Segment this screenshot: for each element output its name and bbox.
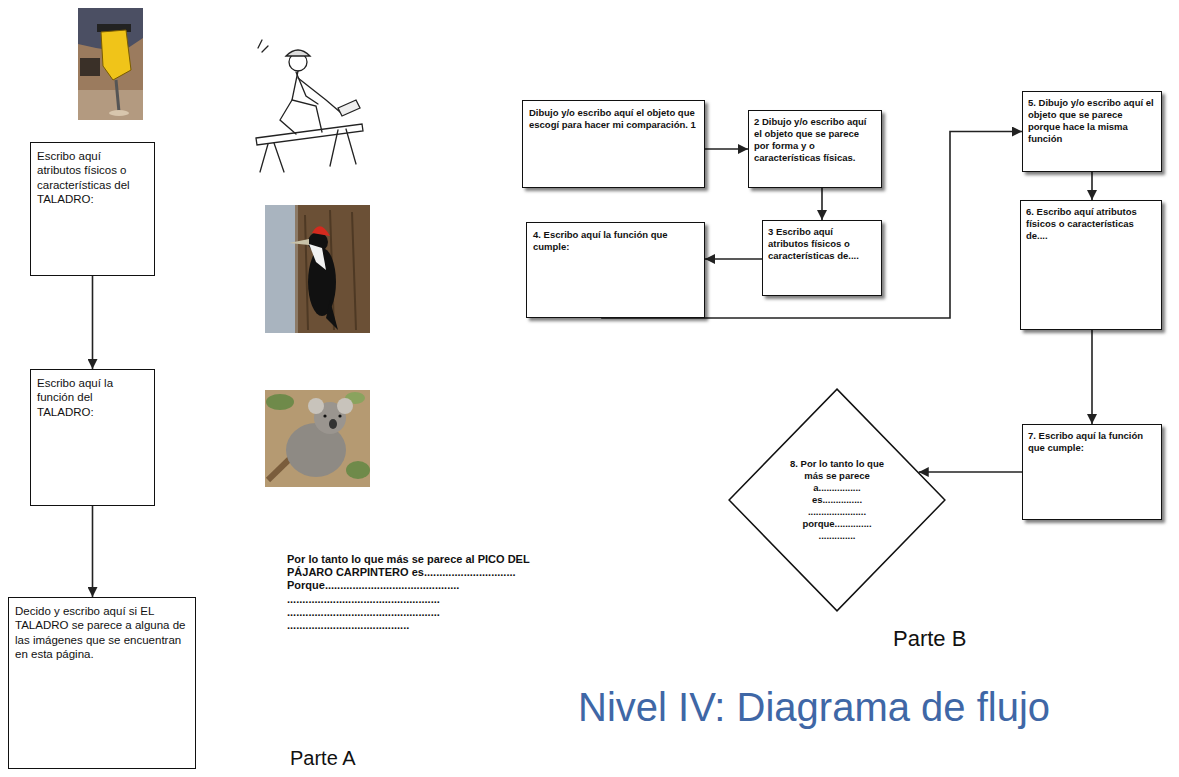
box-text: Escribo aquí la función del TALADRO: <box>37 376 148 419</box>
box-text: 8. Por lo tanto lo que más se parece a..… <box>789 458 885 541</box>
tree-trunk <box>298 205 370 333</box>
process-box: 5. Dibujo y/o escribo aquí el objeto que… <box>1022 91 1162 172</box>
process-box: Dibujo y/o escribo aquí el objeto que es… <box>522 100 705 188</box>
label-holder: Por lo tanto lo que más se parece al PIC… <box>287 553 549 632</box>
process-box: Escribo aquí la función del TALADRO: <box>30 369 155 506</box>
sketch-leg <box>346 129 356 164</box>
sketch-body-line <box>296 72 318 104</box>
flow-arrow <box>919 471 1022 473</box>
decision-diamond: 8. Por lo tanto lo que más se parece a..… <box>728 388 946 612</box>
process-box: 7. Escribo aquí la función que cumple: <box>1022 424 1162 520</box>
bark-lines <box>305 210 356 330</box>
sketch-arm <box>298 78 340 112</box>
leaf <box>346 461 370 479</box>
diamond-text-holder: 8. Por lo tanto lo que más se parece a..… <box>789 458 885 541</box>
bird-crest <box>312 226 330 236</box>
sketch-hat <box>286 50 310 56</box>
box-text: 7. Escribo aquí la función que cumple: <box>1028 430 1156 454</box>
photo-ground <box>78 8 143 120</box>
sketch-saw <box>338 100 360 116</box>
photo-boot <box>80 58 100 76</box>
photo-ground <box>265 205 370 333</box>
box-text: 3 Escribo aquí atributos físicos o carac… <box>768 226 876 262</box>
flow-arrow <box>705 258 762 260</box>
drill-body <box>101 30 131 80</box>
process-box: 4. Escribo aquí la función que cumple: <box>526 222 705 318</box>
box-text: Escribo aquí atributos físicos o caracte… <box>37 149 148 207</box>
part-label: Parte A <box>290 746 400 770</box>
part-label: Parte B <box>893 626 1023 652</box>
box-text: 5. Dibujo y/o escribo aquí el objeto que… <box>1028 97 1156 145</box>
bird-stripe <box>309 244 326 270</box>
instruction-text: Por lo tanto lo que más se parece al PIC… <box>287 553 549 632</box>
flow-arrow <box>92 506 94 597</box>
koala-ear <box>337 398 353 414</box>
koala-nose <box>329 419 337 429</box>
drill-bit <box>116 80 119 112</box>
sketch-leg <box>274 143 284 172</box>
flow-arrow <box>821 188 823 220</box>
sketch-body <box>292 71 322 132</box>
carpenter-sketch <box>256 40 363 172</box>
sketch-marks <box>258 40 268 52</box>
process-box: 6. Escribo aquí atributos físicos o cara… <box>1020 200 1162 330</box>
title-holder: Nivel IV: Diagrama de flujo <box>578 684 1050 730</box>
diagram-title: Nivel IV: Diagrama de flujo <box>578 684 1050 730</box>
leaf <box>266 394 294 410</box>
sketch-leg <box>260 144 268 172</box>
flow-arrow <box>1091 330 1093 424</box>
box-text: 6. Escribo aquí atributos físicos o cara… <box>1026 206 1156 242</box>
flow-arrow <box>705 148 748 150</box>
process-box: 2 Dibujo y/o escribo aquí el objeto que … <box>748 110 882 188</box>
box-text: 4. Escribo aquí la función que cumple: <box>533 229 698 253</box>
label-holder: Parte B <box>893 626 1023 652</box>
sketch-leg-bent <box>280 100 296 134</box>
koala-eye <box>338 414 341 417</box>
diamond-shape <box>729 389 945 611</box>
flow-arrow <box>92 276 94 369</box>
drill-photo <box>78 8 143 120</box>
bird-beak <box>289 239 309 245</box>
process-box: Decido y escribo aquí si EL TALADRO se p… <box>8 597 196 769</box>
koala-ear <box>308 398 324 414</box>
process-box: Escribo aquí atributos físicos o caracte… <box>30 142 155 276</box>
label-holder: Parte A <box>290 746 400 770</box>
photo-dust <box>109 110 129 116</box>
photo-ground <box>265 390 370 487</box>
bird-tail <box>326 300 338 330</box>
flow-arrow <box>1091 172 1093 200</box>
photo-sky <box>265 205 295 333</box>
box-text: Decido y escribo aquí si EL TALADRO se p… <box>15 604 189 662</box>
koala-photo <box>265 390 370 487</box>
sketch-leg <box>330 130 338 166</box>
process-box: 3 Escribo aquí atributos físicos o carac… <box>762 220 882 296</box>
koala-eye <box>323 414 326 417</box>
photo-floor <box>78 90 143 120</box>
woodpecker-photo <box>265 205 370 333</box>
box-text: 2 Dibujo y/o escribo aquí el objeto que … <box>754 116 876 164</box>
box-text: Dibujo y/o escribo aquí el objeto que es… <box>529 107 698 131</box>
